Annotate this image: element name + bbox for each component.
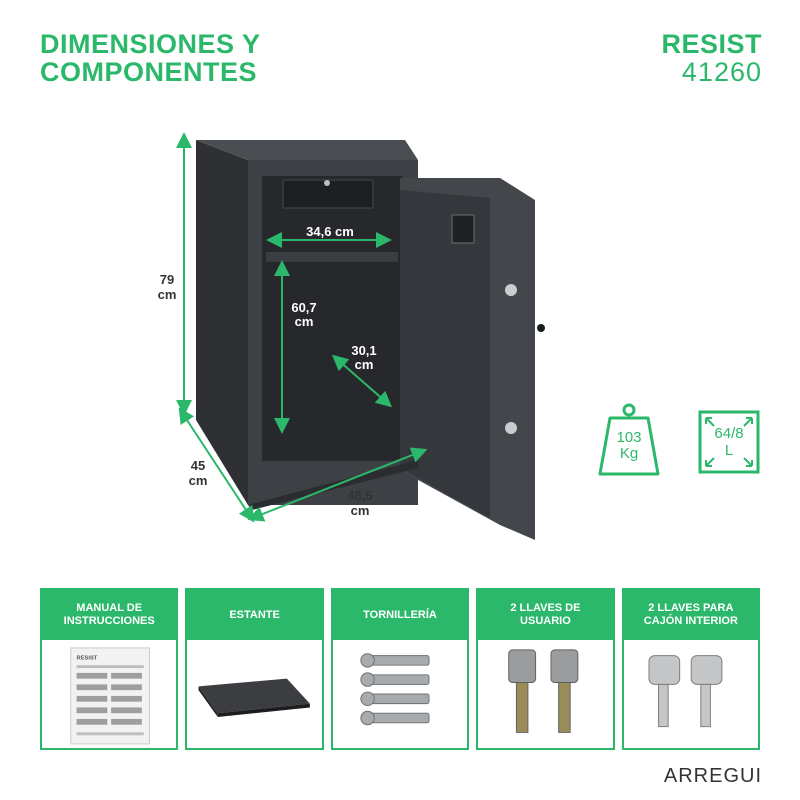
volume-unit: L bbox=[724, 442, 734, 459]
inner-depth-unit: cm bbox=[354, 357, 374, 372]
component-label: ESTANTE bbox=[187, 590, 322, 640]
components-row: MANUAL DE INSTRUCCIONES RESIST ESTANTE bbox=[40, 588, 761, 750]
title-line-1: DIMENSIONES Y bbox=[40, 29, 261, 59]
component-card-manual: MANUAL DE INSTRUCCIONES RESIST bbox=[40, 588, 179, 750]
weight-badge: 103 Kg bbox=[598, 402, 660, 476]
volume-badge: 64/8 L bbox=[698, 410, 760, 474]
component-label: 2 LLAVES PARA CAJÓN INTERIOR bbox=[623, 590, 759, 640]
manual-brand: RESIST bbox=[77, 655, 98, 661]
width-unit: cm bbox=[350, 503, 370, 518]
safe-shelf bbox=[266, 252, 398, 262]
user-keys-icon bbox=[508, 649, 579, 733]
width-dimension-line bbox=[247, 447, 428, 522]
weight-value: 103 bbox=[616, 429, 642, 446]
inner-width-label: 34,6 cm bbox=[306, 224, 354, 239]
shelf-icon bbox=[198, 678, 311, 718]
model-label: RESIST 41260 bbox=[661, 30, 762, 86]
inner-height-unit: cm bbox=[294, 314, 314, 329]
height-unit: cm bbox=[157, 287, 177, 302]
component-card-drawer-keys: 2 LLAVES PARA CAJÓN INTERIOR bbox=[621, 588, 761, 750]
safe-door-face bbox=[400, 190, 490, 518]
height-value: 79 bbox=[159, 272, 175, 287]
width-label: 48,5 cm bbox=[335, 488, 385, 518]
inner-height-label: 60,7 cm bbox=[282, 301, 326, 329]
inner-height-value: 60,7 bbox=[291, 300, 317, 315]
brand-logo: ARREGUI bbox=[663, 765, 762, 787]
safe-top bbox=[196, 140, 418, 160]
safe-side-panel bbox=[196, 140, 248, 505]
model-code: 41260 bbox=[681, 57, 762, 87]
depth-dimension-line bbox=[178, 407, 255, 523]
component-card-shelf: ESTANTE bbox=[185, 588, 324, 750]
weight-icon bbox=[598, 403, 660, 476]
door-label-plate bbox=[451, 214, 475, 244]
component-card-screws: TORNILLERÍA bbox=[330, 588, 470, 750]
component-label: MANUAL DE INSTRUCCIONES bbox=[42, 590, 177, 640]
drawer-keys-icon bbox=[648, 655, 723, 728]
screws-icon bbox=[360, 653, 430, 726]
inner-depth-label: 30,1 cm bbox=[344, 344, 384, 372]
model-name: RESIST bbox=[661, 29, 762, 59]
door-handle bbox=[537, 324, 545, 332]
depth-value: 45 bbox=[190, 458, 206, 473]
volume-value: 64/8 bbox=[714, 425, 744, 442]
depth-unit: cm bbox=[188, 473, 208, 488]
page-title: DIMENSIONES Y COMPONENTES bbox=[40, 30, 261, 86]
inner-depth-value: 30,1 bbox=[351, 343, 377, 358]
door-hinge-bottom bbox=[505, 422, 517, 434]
width-value: 48,5 bbox=[347, 488, 373, 503]
height-label: 79 cm bbox=[150, 272, 184, 302]
safe-illustration bbox=[176, 132, 545, 540]
component-label: 2 LLAVES DE USUARIO bbox=[478, 590, 613, 640]
manual-icon: RESIST bbox=[70, 647, 151, 745]
title-line-2: COMPONENTES bbox=[40, 57, 258, 87]
inner-depth-line bbox=[331, 354, 393, 408]
component-label: TORNILLERÍA bbox=[332, 590, 468, 640]
volume-icon bbox=[698, 410, 760, 474]
component-card-user-keys: 2 LLAVES DE USUARIO bbox=[476, 588, 615, 750]
drawer-lock bbox=[324, 180, 330, 186]
depth-label: 45 cm bbox=[178, 458, 218, 488]
weight-unit: Kg bbox=[619, 445, 639, 462]
door-hinge-top bbox=[505, 284, 517, 296]
